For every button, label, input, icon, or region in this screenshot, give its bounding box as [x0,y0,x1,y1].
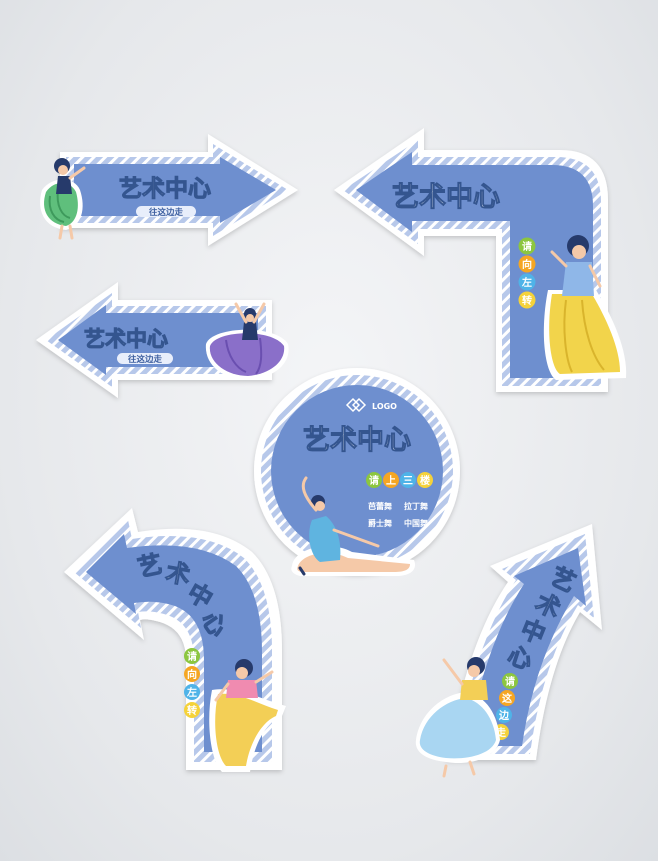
left-turn-char-3: 左 [521,276,532,289]
dancer-blue-illustration [415,657,500,778]
sign-right-arrow: 艺术中心 往这边走 [40,134,298,246]
sign-right-arrow-title: 艺术中心 [119,176,211,202]
sign-left-arrow-subtitle: 往这边走 [128,354,163,365]
floor-char-1: 请 [369,474,379,487]
dance-latin: 拉丁舞 [404,501,428,511]
dance-jazz: 爵士舞 [368,518,392,528]
left-turn-badges: 请 向 左 转 [518,237,536,309]
left-turn-char-1: 请 [522,240,532,253]
round-floor-badges: 请 上 三 楼 [366,472,433,488]
br-char-1: 请 [505,675,515,688]
round-title: 艺术中心 [303,425,411,456]
dance-ballet: 芭蕾舞 [368,501,392,511]
floor-char-4: 楼 [420,474,430,487]
left-turn-char-4: 转 [522,294,532,307]
bl-char-4: 转 [187,704,197,717]
dancer-green-illustration [40,158,86,240]
bl-char-1: 请 [187,650,197,663]
sign-left-turn-title: 艺术中心 [392,182,500,213]
bottom-left-title-2: 术 [164,558,192,590]
bottom-left-badges: 请 向 左 转 [184,648,200,718]
round-logo-text: LOGO [372,402,397,411]
br-char-2: 这 [502,692,512,705]
dancer-purple-illustration [205,302,289,380]
dancer-yellow-illustration [543,235,627,380]
bl-char-3: 左 [186,686,197,699]
sign-right-arrow-subtitle: 往这边走 [149,207,184,218]
sign-bottom-left-turn: 艺 术 中 心 请 向 左 转 [64,508,286,772]
floor-char-3: 三 [403,475,413,487]
sign-left-arrow-title: 艺术中心 [84,327,168,351]
sign-bottom-right-curve: 艺 术 中 心 请 这 边 走 [415,524,602,778]
dancer-pink-illustration [209,659,286,772]
sign-left-arrow: 艺术中心 往这边走 [36,282,289,398]
dancer-stretch-illustration [291,476,416,576]
floor-char-2: 上 [386,474,396,487]
bl-char-2: 向 [187,668,197,681]
left-turn-char-2: 向 [522,258,532,271]
logo-icon [345,397,367,413]
dance-chinese: 中国舞 [404,518,428,528]
br-char-3: 边 [498,709,510,722]
sign-round: LOGO 艺术中心 请 上 三 楼 芭蕾舞 拉丁舞 爵士舞 中国舞 [254,368,460,576]
sign-left-turn-arrow: 艺术中心 请 向 左 转 [334,128,627,392]
